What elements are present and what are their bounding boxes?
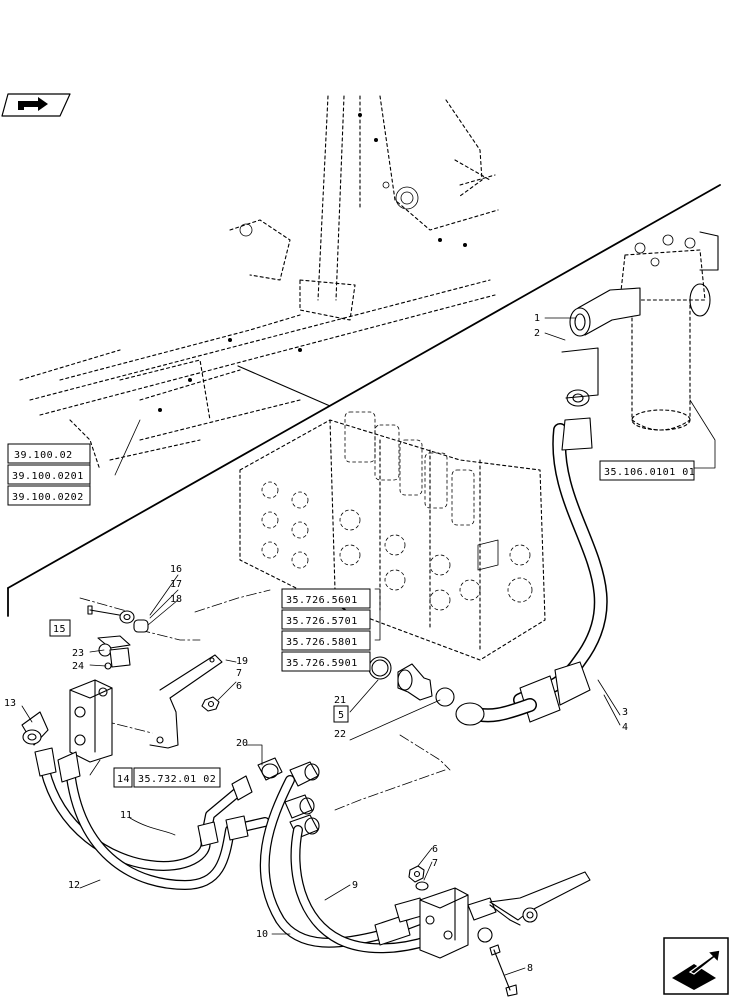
chassis-frame-details (158, 113, 467, 412)
control-valve-bank (239, 411, 546, 661)
reference-filter: 35.106.0101 01 (599, 460, 695, 481)
ref-35-726-5901[interactable]: 35.726.5901 (286, 658, 358, 669)
callout-18[interactable]: 18 (170, 594, 182, 605)
callout-13[interactable]: 13 (4, 698, 16, 709)
ref-39-100-02[interactable]: 39.100.02 (14, 450, 73, 461)
callout-12[interactable]: 12 (68, 880, 80, 891)
reference-35-732: 14 35.732.01 02 (113, 767, 221, 788)
ref-39-100-0201[interactable]: 39.100.0201 (12, 471, 84, 482)
callout-6-bottom[interactable]: 6 (432, 844, 438, 855)
callout-6-left[interactable]: 6 (236, 681, 242, 692)
ref-35-726-5801[interactable]: 35.726.5801 (286, 637, 358, 648)
callout-11[interactable]: 11 (120, 810, 132, 821)
selector-block-14 (69, 679, 113, 763)
ref-35-106-0101-01[interactable]: 35.106.0101 01 (604, 467, 695, 478)
ref-39-100-0202[interactable]: 39.100.0202 (12, 492, 84, 503)
filter-assembly (561, 231, 719, 431)
callout-8[interactable]: 8 (527, 963, 533, 974)
callout-15[interactable]: 15 (53, 624, 66, 635)
ref-35-726-5701[interactable]: 35.726.5701 (286, 616, 358, 627)
small-parts-left (87, 605, 149, 670)
callout-17[interactable]: 17 (170, 579, 182, 590)
callout-7-bottom[interactable]: 7 (432, 858, 438, 869)
separator-line (7, 184, 721, 617)
callout-22[interactable]: 22 (334, 729, 346, 740)
callout-5[interactable]: 5 (338, 710, 345, 721)
next-page-icon[interactable] (663, 937, 729, 995)
reference-group-35-726: 35.726.5601 35.726.5701 35.726.5801 35.7… (281, 588, 371, 672)
reference-group-39-100: 39.100.02 39.100.0201 39.100.0202 (7, 443, 91, 506)
fitting-13 (21, 711, 49, 746)
callout-16[interactable]: 16 (170, 564, 182, 575)
callout-numbers: 1 2 3 4 16 17 18 23 24 19 7 6 13 20 21 2… (4, 313, 628, 974)
callout-1[interactable]: 1 (534, 313, 540, 324)
back-arrow-icon[interactable] (1, 93, 71, 117)
hose-3-4 (455, 417, 608, 726)
callout-leaders (21, 317, 716, 976)
callout-3[interactable]: 3 (622, 707, 628, 718)
callout-9[interactable]: 9 (352, 880, 358, 891)
detail-leader (237, 365, 331, 407)
ref-35-732-01-02[interactable]: 35.732.01 02 (138, 774, 216, 785)
ref-35-726-5601[interactable]: 35.726.5601 (286, 595, 358, 606)
valve-block-8 (419, 871, 591, 997)
callout-7-left[interactable]: 7 (236, 668, 242, 679)
callout-19[interactable]: 19 (236, 656, 248, 667)
callout-20[interactable]: 20 (236, 738, 248, 749)
hoses-11-12 (34, 747, 270, 890)
callout-2[interactable]: 2 (534, 328, 540, 339)
nut-6-7-left (201, 696, 220, 712)
callout-14[interactable]: 14 (117, 774, 130, 785)
callout-21[interactable]: 21 (334, 695, 346, 706)
hoses-9-10 (259, 775, 435, 954)
boxed-callouts: 15 5 (49, 619, 349, 723)
parts-5-21-22 (368, 656, 455, 707)
callout-24[interactable]: 24 (72, 661, 84, 672)
callout-4[interactable]: 4 (622, 722, 628, 733)
bracket-19 (149, 654, 223, 749)
callout-23[interactable]: 23 (72, 648, 84, 659)
callout-10[interactable]: 10 (256, 929, 268, 940)
chassis-frame (19, 95, 499, 471)
